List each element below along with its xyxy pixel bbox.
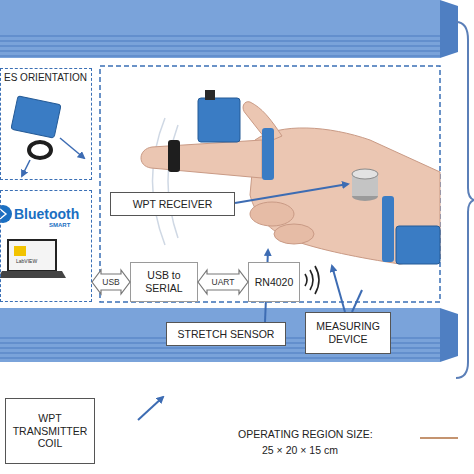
label-box: WPT RECEIVER: [110, 192, 235, 216]
label-box: STRETCH SENSOR: [166, 322, 286, 346]
dimension-value: 25 × 20 × 15 cm: [262, 444, 338, 456]
double-arrow: [92, 270, 130, 294]
label-box: WPT TRANSMITTER COIL: [5, 398, 95, 464]
dimension-title: OPERATING REGION SIZE:: [238, 428, 373, 440]
leader-arrow: [138, 184, 362, 420]
brace: [456, 22, 474, 378]
node-text: ES ORIENTATION: [4, 72, 87, 83]
node-text: WPT TRANSMITTER COIL: [10, 412, 90, 450]
module-box: RN4020: [248, 262, 300, 302]
node-text: STRETCH SENSOR: [178, 328, 275, 341]
group-frame: BluetoothSMART: [0, 190, 92, 302]
group-frame: ES ORIENTATION: [0, 68, 92, 180]
double-arrow: [198, 270, 248, 294]
wireless-symbol: [305, 266, 319, 294]
photo-frame: [100, 66, 440, 302]
field-waves: [153, 118, 179, 245]
node-text: RN4020: [255, 276, 294, 289]
dimension-line: [420, 437, 458, 439]
label-box: MEASURING DEVICE: [305, 312, 391, 354]
orientation-device: [11, 96, 84, 176]
node-text: SMART: [49, 222, 70, 228]
software-name: LabVIEW: [16, 258, 37, 264]
module-box: USB to SERIAL: [130, 262, 198, 302]
laptop: [0, 240, 66, 278]
edge-label: UART: [212, 277, 235, 287]
bluetooth-logo: [0, 205, 12, 223]
edge-label: USB: [102, 277, 119, 287]
node-text: WPT RECEIVER: [133, 198, 213, 211]
node-text: MEASURING DEVICE: [310, 320, 386, 345]
hand: [141, 90, 440, 264]
coil-plate: [0, 0, 458, 58]
node-text: USB to SERIAL: [135, 269, 193, 294]
node-text: Bluetooth: [14, 206, 79, 222]
coil-plate: [0, 308, 458, 362]
